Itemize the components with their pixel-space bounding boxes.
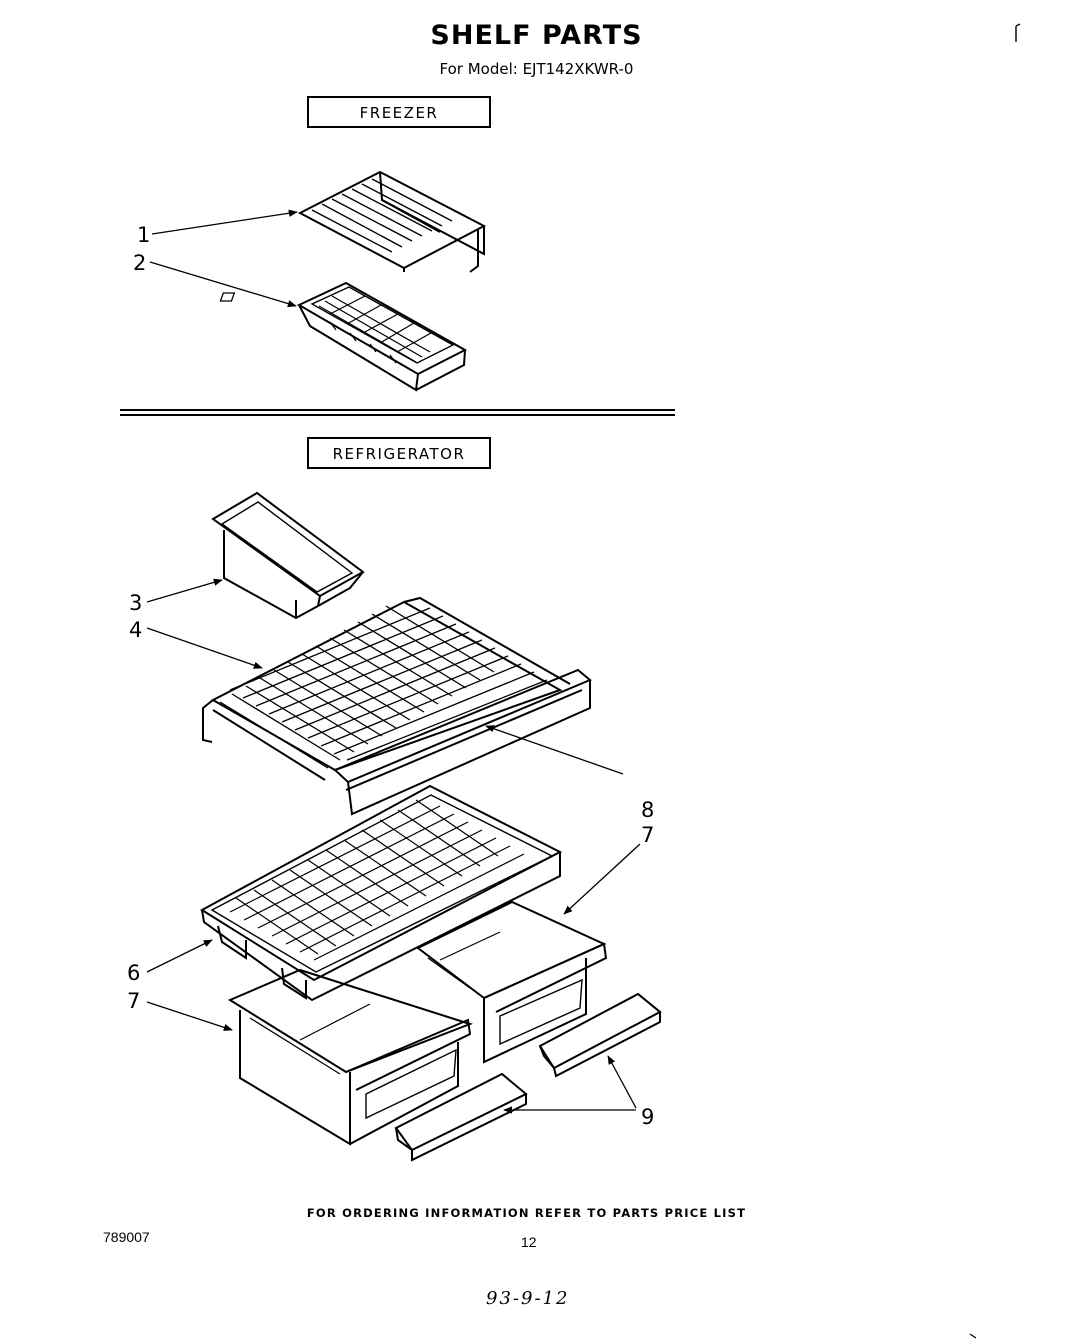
ordering-note: FOR ORDERING INFORMATION REFER TO PARTS …	[306, 1206, 747, 1220]
drawer-trim-front-part	[396, 1074, 526, 1160]
callout-8: 8	[641, 798, 655, 822]
section-divider	[120, 409, 675, 416]
callout-4: 4	[129, 618, 143, 642]
callout-9: 9	[641, 1105, 655, 1129]
callout-7-bottom: 7	[127, 989, 141, 1013]
drawer-trim-side-part	[540, 994, 660, 1076]
document-number: 789007	[103, 1229, 150, 1245]
wire-shelf-part	[203, 598, 570, 780]
callout-1: 1	[137, 223, 151, 247]
crisper-cover-part	[202, 786, 560, 1000]
shelf-front-trim-part	[335, 670, 590, 814]
ice-cube-tray-part	[220, 283, 465, 390]
refrigerator-section-label: REFRIGERATOR	[307, 437, 491, 469]
storage-bin-part	[213, 493, 363, 618]
callout-7-top: 7	[641, 823, 655, 847]
freezer-wire-shelf-part	[300, 172, 484, 272]
freezer-section-label: FREEZER	[307, 96, 491, 128]
callout-leaders	[147, 209, 640, 1114]
model-subtitle: For Model: EJT142XKWR-0	[439, 60, 634, 78]
callout-2: 2	[133, 251, 147, 275]
crisper-drawer-left-part	[230, 970, 470, 1144]
handwritten-date: 93-9-12	[486, 1288, 570, 1309]
page-number: 12	[521, 1234, 537, 1250]
page-title: SHELF PARTS	[430, 20, 643, 51]
callout-3: 3	[129, 591, 143, 615]
crisper-drawer-right-part	[418, 902, 606, 1062]
callout-6: 6	[127, 961, 141, 985]
